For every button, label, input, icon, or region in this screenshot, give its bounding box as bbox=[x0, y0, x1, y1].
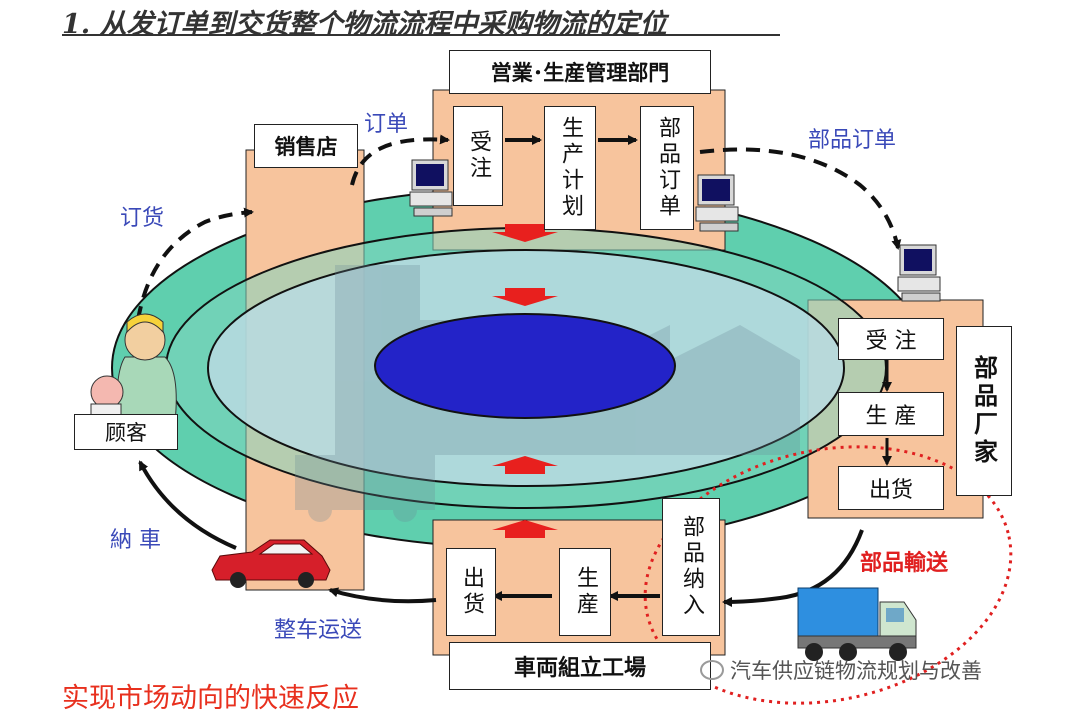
receive-order-box: 受注 bbox=[453, 106, 503, 206]
red-arrow-up-2 bbox=[492, 520, 558, 538]
highlight-circle bbox=[643, 445, 1013, 705]
red-arrow-down-2 bbox=[492, 288, 558, 306]
sales-store-label: 销售店 bbox=[254, 124, 358, 168]
supplier-ship-box: 出货 bbox=[838, 466, 944, 510]
vehicle-transport-arrow bbox=[328, 587, 437, 604]
supplier-receive-box: 受 注 bbox=[838, 318, 944, 360]
ordering-label: 订货 bbox=[120, 206, 165, 231]
parts-order-box: 部品订单 bbox=[640, 106, 694, 230]
vehicle-delivery-arrow bbox=[138, 460, 237, 550]
supplier-label: 部品厂家 bbox=[956, 326, 1012, 496]
core-ellipse bbox=[374, 313, 676, 419]
order-label: 订单 bbox=[364, 112, 409, 137]
car-icon bbox=[211, 539, 331, 588]
hq-dept-label: 営業･生産管理部門 bbox=[449, 50, 711, 94]
vehicle-transport-label: 整车运送 bbox=[274, 618, 363, 643]
parts-transport-arrow bbox=[722, 529, 864, 607]
assembly-plant-label: 車両組立工場 bbox=[449, 642, 711, 690]
production-plan-box: 生产计划 bbox=[544, 106, 596, 230]
wechat-icon bbox=[700, 660, 724, 680]
red-arrow-down-1 bbox=[492, 224, 558, 242]
computer-icon bbox=[695, 174, 739, 232]
customer-label: 顾客 bbox=[74, 414, 178, 450]
assembly-produce-box: 生産 bbox=[559, 548, 611, 636]
computer-icon bbox=[409, 159, 453, 217]
parts-transport-label: 部品輸送 bbox=[860, 551, 949, 576]
watermark-text: 汽车供应链物流规划与改善 bbox=[730, 659, 982, 683]
watermark: 汽车供应链物流规划与改善 bbox=[700, 655, 982, 685]
page-title: 1. 从发订单到交货整个物流流程中采购物流的定位 bbox=[62, 9, 667, 40]
customer-icon bbox=[90, 313, 177, 423]
ordering-arrow bbox=[136, 207, 254, 321]
parts-receive-box: 部品纳入 bbox=[662, 498, 720, 636]
red-arrow-up-1 bbox=[492, 456, 558, 474]
parts-order-label: 部品订单 bbox=[808, 128, 897, 153]
assembly-ship-box: 出货 bbox=[446, 548, 496, 636]
subtitle: 实现市场动向的快速反应 bbox=[62, 683, 359, 714]
order-arrow bbox=[350, 134, 450, 186]
vehicle-delivery-label: 納 車 bbox=[110, 528, 161, 553]
supplier-produce-box: 生 産 bbox=[838, 392, 944, 436]
red-arrows bbox=[492, 224, 558, 538]
parts-order-arrow bbox=[699, 147, 902, 250]
truck-icon bbox=[797, 587, 917, 661]
computer-icon bbox=[897, 244, 941, 302]
